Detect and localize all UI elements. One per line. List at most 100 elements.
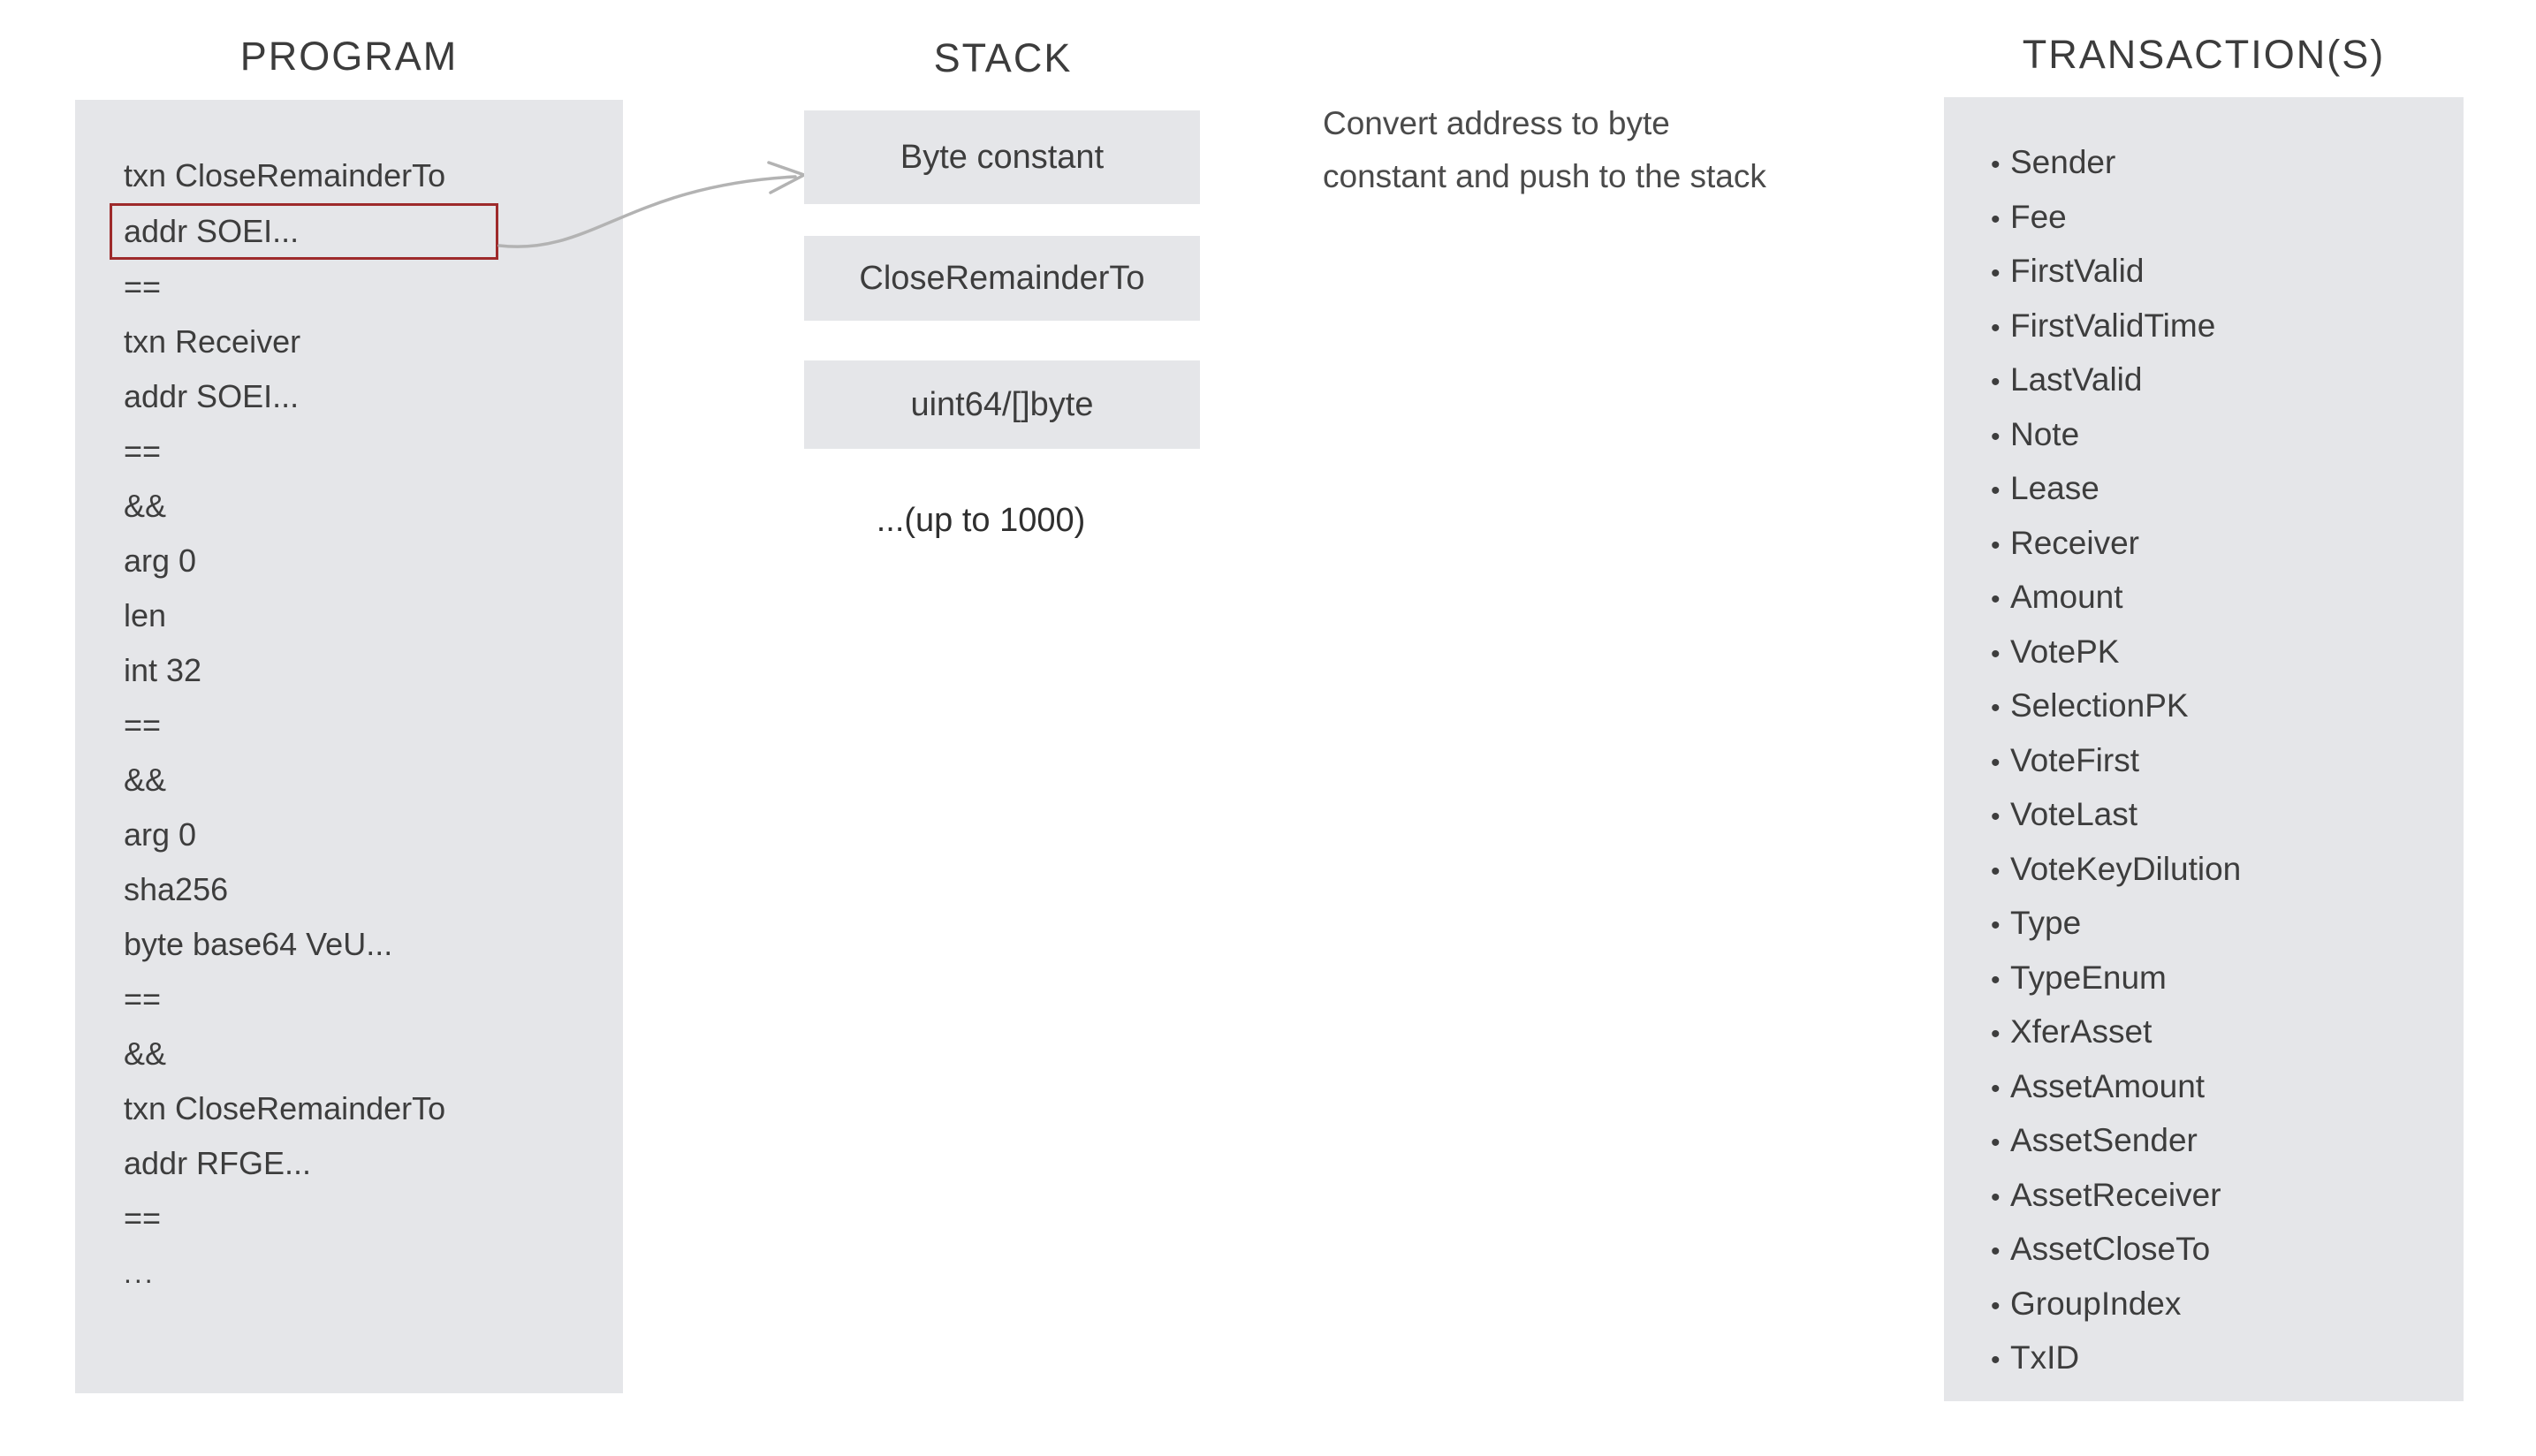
bullet-icon: •: [1991, 368, 2001, 397]
transaction-field-label: TypeEnum: [2010, 959, 2167, 996]
list-item: • Fee: [1991, 192, 2450, 246]
program-line: &&: [124, 1035, 167, 1072]
bullet-icon: •: [1991, 1346, 2001, 1375]
list-item: • VoteLast: [1991, 789, 2450, 844]
list-item: • FirstValidTime: [1991, 300, 2450, 355]
transaction-field-label: GroupIndex: [2010, 1285, 2182, 1322]
bullet-icon: •: [1991, 747, 2001, 777]
program-line-highlighted: addr SOEI...: [110, 203, 498, 260]
list-item: • LastValid: [1991, 354, 2450, 409]
annotation-text: Convert address to byte constant and pus…: [1323, 97, 1871, 203]
bullet-icon: •: [1991, 1128, 2001, 1157]
transaction-fields-list: •Sender•Fee•FirstValid•FirstValidTime•La…: [1991, 137, 2450, 1387]
transaction-field-label: FirstValidTime: [2010, 307, 2216, 344]
bullet-icon: •: [1991, 1237, 2001, 1266]
transaction-field-label: SelectionPK: [2010, 687, 2189, 724]
bullet-icon: •: [1991, 150, 2001, 179]
program-line: arg 0: [124, 542, 197, 579]
bullet-icon: •: [1991, 802, 2001, 831]
transaction-field-label: VoteKeyDilution: [2010, 850, 2242, 887]
bullet-icon: •: [1991, 639, 2001, 669]
transaction-field-label: Lease: [2010, 470, 2099, 506]
list-item: • Amount: [1991, 572, 2450, 626]
transaction-field-label: XferAsset: [2010, 1013, 2153, 1050]
list-item: •FirstValid: [1991, 246, 2450, 300]
transaction-field-label: Fee: [2010, 198, 2067, 235]
program-line: &&: [124, 488, 167, 524]
bullet-icon: •: [1991, 1291, 2001, 1321]
transaction-field-label: Receiver: [2010, 524, 2139, 561]
stack-item-label: uint64/[]byte: [910, 385, 1094, 423]
list-item: • TypeEnum: [1991, 952, 2450, 1007]
bullet-icon: •: [1991, 421, 2001, 451]
program-line: ==: [124, 269, 162, 305]
transaction-field-label: AssetSender: [2010, 1122, 2198, 1158]
stack-capacity-note: ...(up to 1000): [876, 502, 1086, 539]
bullet-icon: •: [1991, 1020, 2001, 1049]
bullet-icon: •: [1991, 530, 2001, 560]
program-line: ==: [124, 981, 162, 1017]
program-line: &&: [124, 762, 167, 798]
list-item: • XferAsset: [1991, 1006, 2450, 1061]
annotation-line-1: Convert address to byte: [1323, 105, 1670, 141]
transaction-field-label: TxID: [2010, 1339, 2080, 1376]
bullet-icon: •: [1991, 965, 2001, 995]
transaction-field-label: Sender: [2010, 144, 2116, 180]
program-line: txn Receiver: [124, 323, 301, 360]
stack-item-1: CloseRemainderTo: [804, 236, 1200, 321]
program-line: arg 0: [124, 816, 197, 853]
program-line: ==: [124, 433, 162, 469]
bullet-icon: •: [1991, 313, 2001, 343]
list-item: • GroupIndex: [1991, 1278, 2450, 1333]
transaction-field-label: VoteLast: [2010, 796, 2138, 832]
list-item: • AssetSender: [1991, 1115, 2450, 1170]
program-line: addr SOEI...: [124, 378, 300, 414]
list-item: • VotePK: [1991, 626, 2450, 681]
list-item: • TxID: [1991, 1332, 2450, 1387]
bullet-icon: •: [1991, 694, 2001, 723]
transaction-field-label: VoteFirst: [2010, 741, 2139, 778]
transaction-field-label: AssetReceiver: [2010, 1176, 2221, 1213]
list-item: •Lease: [1991, 463, 2450, 518]
stack-item-label: CloseRemainderTo: [859, 259, 1145, 297]
list-item: • Receiver: [1991, 518, 2450, 573]
transaction-field-label: Type: [2010, 905, 2082, 941]
program-line: txn CloseRemainderTo: [124, 157, 446, 193]
list-item: • Sender: [1991, 137, 2450, 192]
list-item: • VoteKeyDilution: [1991, 844, 2450, 899]
program-line: int 32: [124, 652, 202, 688]
program-line: ...: [124, 1257, 156, 1289]
program-line: len: [124, 597, 167, 633]
program-line: txn CloseRemainderTo: [124, 1090, 446, 1126]
list-item: • AssetReceiver: [1991, 1170, 2450, 1225]
list-item: • SelectionPK: [1991, 680, 2450, 735]
stack-item-2: uint64/[]byte: [804, 360, 1200, 449]
transaction-field-label: LastValid: [2010, 361, 2143, 398]
transaction-field-label: AssetAmount: [2010, 1067, 2206, 1104]
transaction-field-label: AssetCloseTo: [2010, 1231, 2211, 1267]
transactions-panel: [1944, 97, 2464, 1401]
bullet-icon: •: [1991, 856, 2001, 886]
transaction-field-label: VotePK: [2010, 633, 2120, 670]
page-title-transactions: TRANSACTION(S): [2022, 32, 2386, 77]
list-item: • AssetAmount: [1991, 1061, 2450, 1116]
bullet-icon: •: [1991, 911, 2001, 940]
stack-item-0: Byte constant: [804, 110, 1200, 204]
bullet-icon: •: [1991, 1073, 2001, 1103]
program-line: ==: [124, 707, 162, 743]
program-line: sha256: [124, 871, 229, 907]
stack-item-label: Byte constant: [900, 138, 1105, 176]
bullet-icon: •: [1991, 1182, 2001, 1212]
bullet-icon: •: [1991, 204, 2001, 234]
program-panel: [75, 100, 623, 1393]
list-item: • AssetCloseTo: [1991, 1224, 2450, 1278]
program-line: byte base64 VeU...: [124, 926, 393, 962]
transaction-field-label: Note: [2010, 415, 2080, 452]
bullet-icon: •: [1991, 585, 2001, 614]
list-item: • Note: [1991, 409, 2450, 464]
transaction-field-label: Amount: [2010, 579, 2123, 615]
page-title-program: PROGRAM: [239, 34, 459, 79]
transaction-field-label: FirstValid: [2010, 253, 2145, 289]
page-title-stack: STACK: [933, 35, 1073, 80]
program-code-list: txn CloseRemainderTo addr SOEI... == txn Re…: [110, 148, 601, 1301]
